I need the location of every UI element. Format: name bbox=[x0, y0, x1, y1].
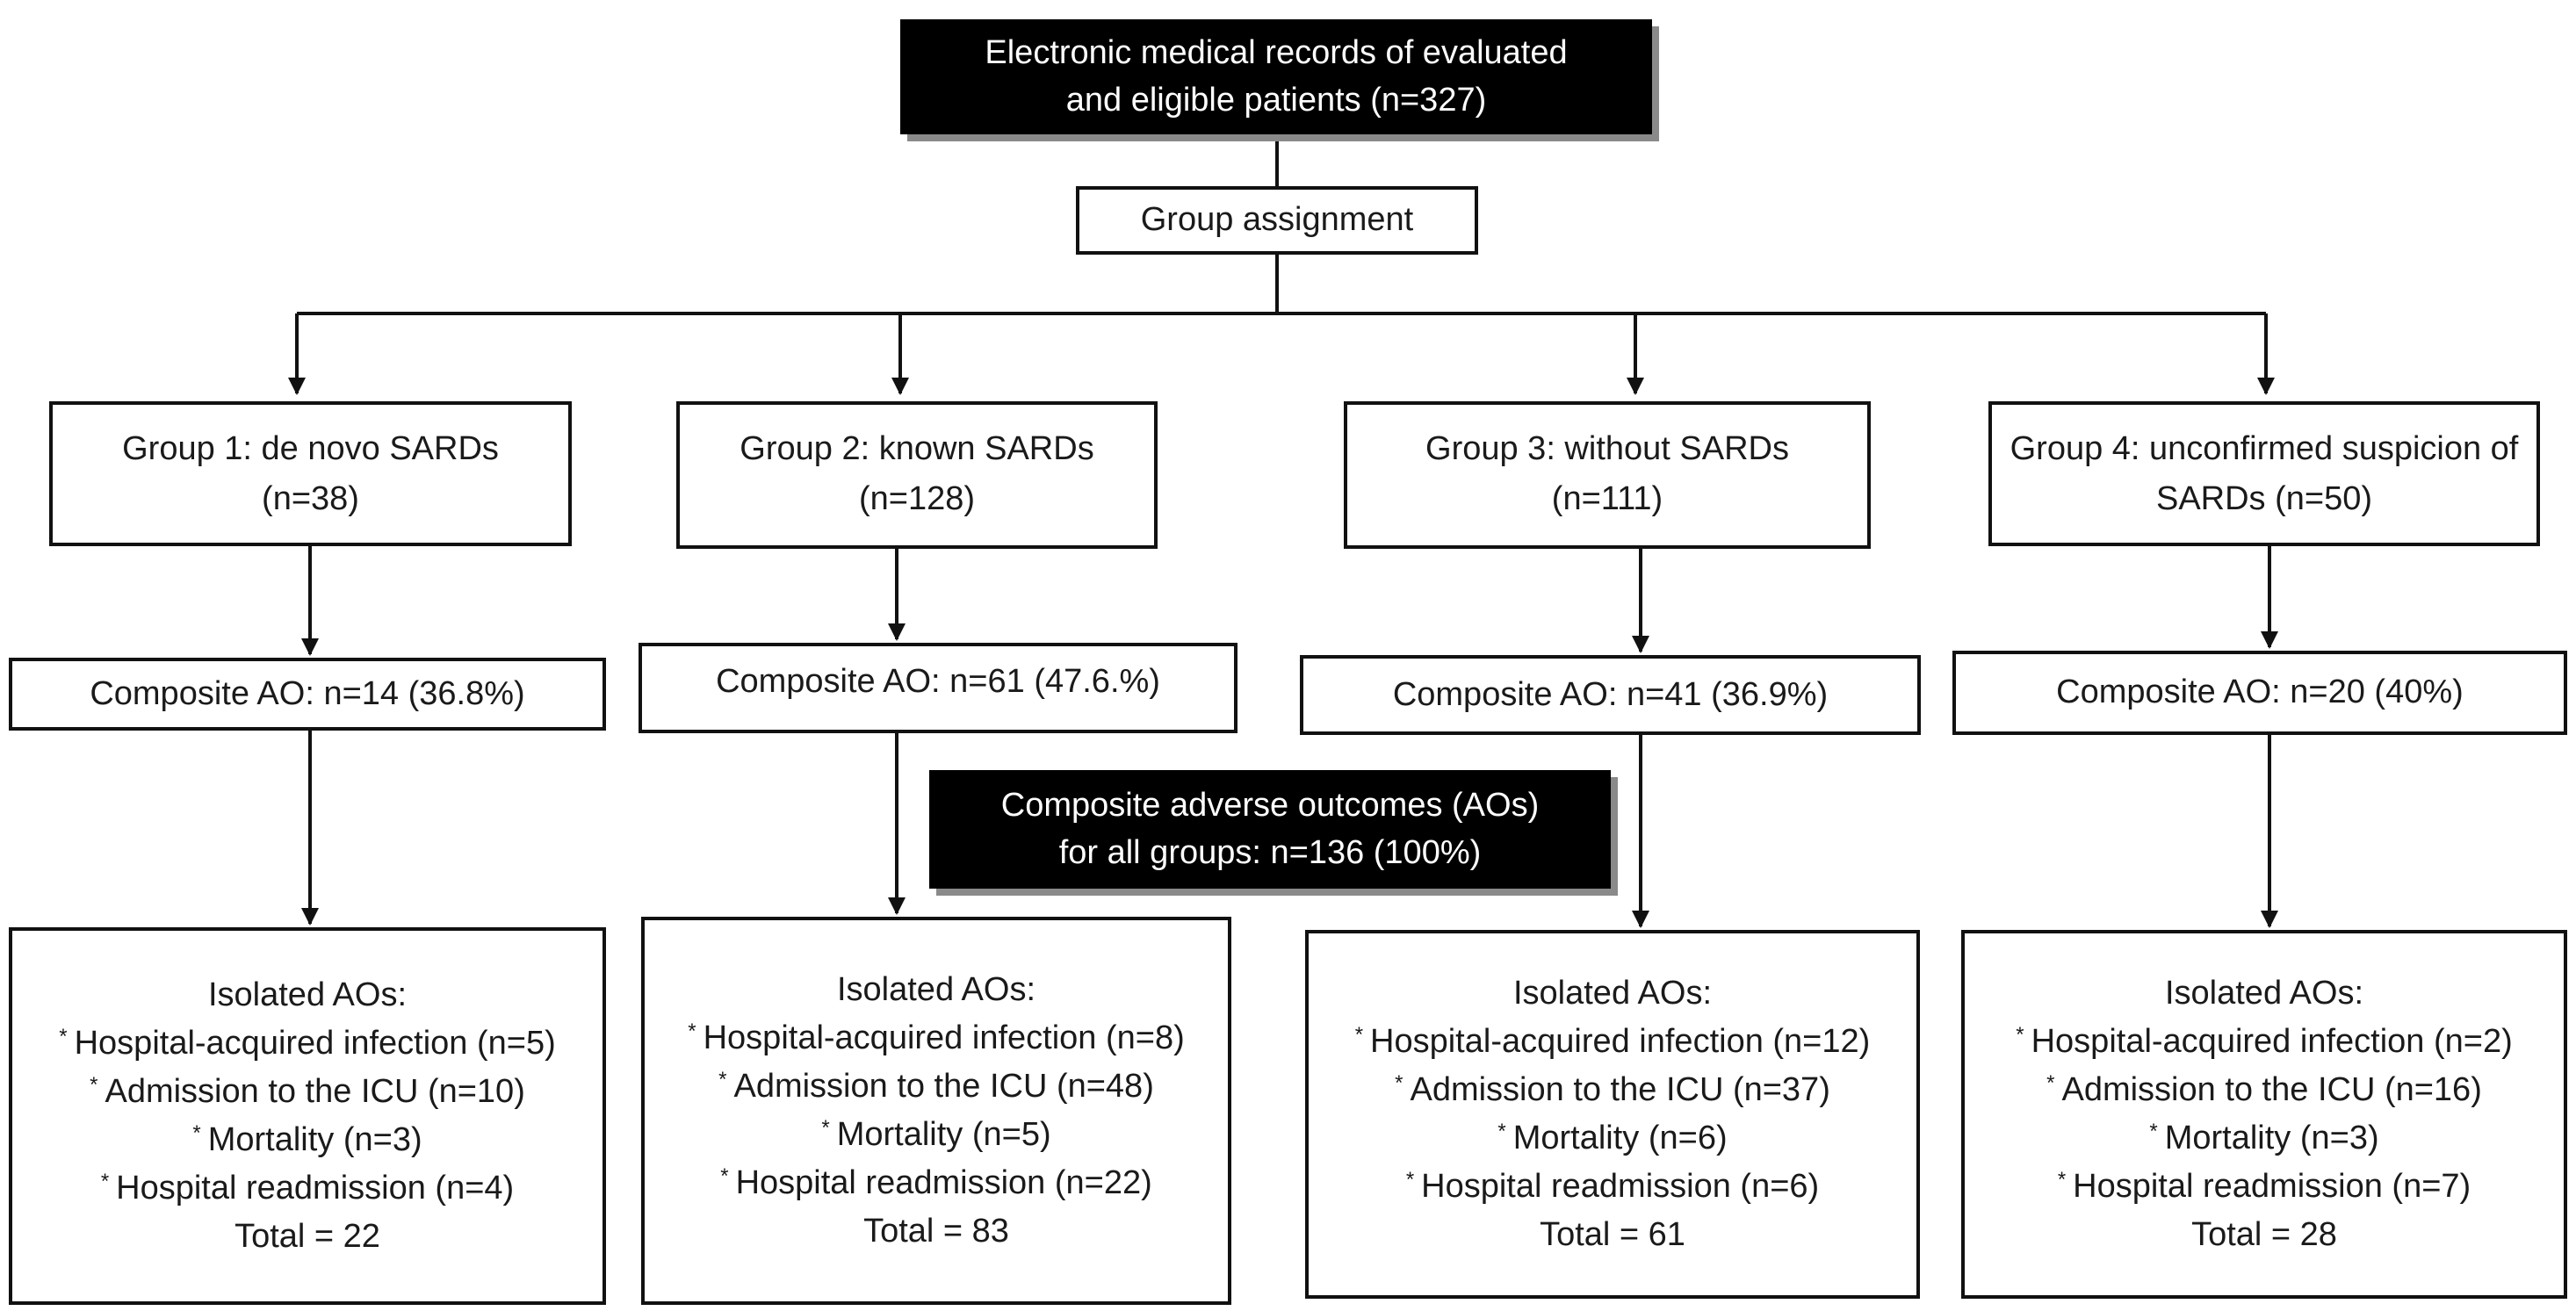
group-1-isolated-item-label: Admission to the ICU (n=10) bbox=[105, 1072, 525, 1110]
bullet-star: * bbox=[2016, 1022, 2024, 1047]
group-4-composite-text: Composite AO: n=20 (40%) bbox=[2056, 674, 2464, 711]
source-records-box: Electronic medical records of evaluated … bbox=[900, 19, 1652, 134]
group-1-isolated-box: Isolated AOs: *Hospital-acquired infecti… bbox=[9, 927, 606, 1305]
summary-line-1: Composite adverse outcomes (AOs) bbox=[1000, 787, 1540, 825]
group-1-isolated-item: *Hospital readmission (n=4) bbox=[101, 1164, 514, 1213]
bullet-star: * bbox=[1497, 1120, 1506, 1143]
group-4-isolated-box: Isolated AOs: * Hospital-acquired infecti… bbox=[1961, 930, 2567, 1299]
group-1-total: Total = 22 bbox=[235, 1218, 380, 1256]
bullet-star: * bbox=[821, 1116, 830, 1140]
group-3-isolated-item-label: Hospital-acquired infection (n=12) bbox=[1370, 1022, 1871, 1060]
group-1-box: Group 1: de novo SARDs (n=38) bbox=[49, 401, 572, 546]
group-2-isolated-item: *Mortality (n=5) bbox=[821, 1111, 1050, 1159]
bullet-star: * bbox=[1354, 1022, 1364, 1047]
bullet-star: * bbox=[2149, 1120, 2158, 1143]
group-2-isolated-item: *Admission to the ICU (n=48) bbox=[718, 1062, 1154, 1111]
group-3-title-line-1: Group 3: without SARDs bbox=[1425, 430, 1789, 467]
bullet-star: * bbox=[718, 1067, 727, 1091]
group-2-isolated-box: Isolated AOs: * Hospital-acquired infecti… bbox=[641, 917, 1231, 1305]
group-4-isolated-item-label: Hospital readmission (n=7) bbox=[2073, 1168, 2471, 1206]
group-4-composite-box: Composite AO: n=20 (40%) bbox=[1952, 651, 2567, 735]
group-3-box: Group 3: without SARDs (n=111) bbox=[1344, 401, 1871, 549]
group-3-composite-box: Composite AO: n=41 (36.9%) bbox=[1300, 655, 1921, 735]
group-2-total: Total = 83 bbox=[863, 1213, 1009, 1250]
group-2-title-line-2: (n=128) bbox=[858, 480, 976, 517]
group-1-isolated-item-label: Hospital readmission (n=4) bbox=[116, 1170, 515, 1207]
group-4-total: Total = 28 bbox=[2191, 1216, 2337, 1254]
group-2-isolated-item-label: Mortality (n=5) bbox=[836, 1116, 1051, 1153]
source-line-2: and eligible patients (n=327) bbox=[1065, 81, 1487, 119]
group-4-isolated-item: *Admission to the ICU (n=16) bbox=[2046, 1066, 2482, 1114]
group-4-isolated-item-label: Mortality (n=3) bbox=[2164, 1120, 2379, 1156]
group-2-title-line-1: Group 2: known SARDs bbox=[740, 430, 1094, 467]
bullet-star: * bbox=[100, 1170, 110, 1194]
group-4-isolated-item: * Hospital-acquired infection (n=2) bbox=[2016, 1018, 2512, 1066]
source-line-1: Electronic medical records of evaluated bbox=[985, 34, 1568, 72]
bullet-star: * bbox=[90, 1072, 98, 1097]
group-4-isolated-title: Isolated AOs: bbox=[2164, 974, 2363, 1012]
group-1-title-line-2: (n=38) bbox=[262, 479, 359, 517]
group-3-isolated-item: * Admission to the ICU (n=37) bbox=[1395, 1066, 1830, 1114]
bullet-star: * bbox=[2046, 1070, 2055, 1095]
group-4-isolated-item: *Hospital readmission (n=7) bbox=[2058, 1163, 2471, 1211]
bullet-star: * bbox=[688, 1019, 696, 1043]
group-4-box: Group 4: unconfirmed suspicion of SARDs … bbox=[1988, 401, 2540, 546]
group-2-isolated-item-label: Admission to the ICU (n=48) bbox=[733, 1067, 1154, 1105]
group-3-composite-text: Composite AO: n=41 (36.9%) bbox=[1392, 675, 1829, 713]
group-4-title-line-1: Group 4: unconfirmed suspicion of bbox=[2010, 429, 2519, 467]
bullet-star: * bbox=[2057, 1168, 2067, 1192]
group-3-isolated-item: *Hospital-acquired infection (n=12) bbox=[1355, 1018, 1871, 1066]
group-1-title-line-1: Group 1: de novo SARDs bbox=[122, 429, 499, 467]
group-1-isolated-title: Isolated AOs: bbox=[207, 976, 407, 1013]
bullet-star: * bbox=[59, 1024, 68, 1048]
group-2-box: Group 2: known SARDs (n=128) bbox=[676, 401, 1158, 549]
group-4-isolated-item: * Mortality (n=3) bbox=[2149, 1114, 2378, 1163]
group-assignment-label: Group assignment bbox=[1140, 201, 1414, 239]
group-3-title-line-2: (n=111) bbox=[1551, 480, 1663, 517]
composite-summary-box: Composite adverse outcomes (AOs) for all… bbox=[929, 770, 1611, 889]
group-1-isolated-item: * Admission to the ICU (n=10) bbox=[90, 1068, 525, 1116]
group-2-isolated-item-label: Hospital readmission (n=22) bbox=[735, 1164, 1152, 1202]
group-1-isolated-item: *Mortality (n=3) bbox=[192, 1116, 422, 1164]
bullet-star: * bbox=[720, 1164, 729, 1189]
group-1-composite-text: Composite AO: n=14 (36.8%) bbox=[90, 674, 525, 712]
group-4-isolated-item-label: Hospital-acquired infection (n=2) bbox=[2031, 1022, 2513, 1060]
group-1-isolated-item-label: Hospital-acquired infection (n=5) bbox=[74, 1024, 556, 1062]
group-2-composite-text: Composite AO: n=61 (47.6.%) bbox=[716, 663, 1160, 700]
group-3-isolated-box: Isolated AOs: *Hospital-acquired infecti… bbox=[1305, 930, 1920, 1299]
group-4-isolated-item-label: Admission to the ICU (n=16) bbox=[2061, 1070, 2482, 1108]
group-assignment-box: Group assignment bbox=[1076, 186, 1478, 255]
group-4-title-line-2: SARDs (n=50) bbox=[2155, 479, 2373, 517]
bullet-star: * bbox=[1395, 1070, 1403, 1095]
group-2-isolated-item: * Hospital-acquired infection (n=8) bbox=[688, 1014, 1184, 1062]
group-3-isolated-item: *Hospital readmission (n=6) bbox=[1406, 1163, 1819, 1211]
group-1-composite-box: Composite AO: n=14 (36.8%) bbox=[9, 658, 606, 731]
summary-line-2: for all groups: n=136 (100%) bbox=[1058, 833, 1482, 871]
group-3-isolated-item: * Mortality (n=6) bbox=[1497, 1114, 1727, 1163]
group-2-isolated-item-label: Hospital-acquired infection (n=8) bbox=[703, 1019, 1185, 1056]
group-3-isolated-item-label: Mortality (n=6) bbox=[1512, 1120, 1728, 1156]
group-3-isolated-title: Isolated AOs: bbox=[1512, 974, 1712, 1012]
group-1-isolated-item-label: Mortality (n=3) bbox=[207, 1121, 422, 1158]
group-2-isolated-item: *Hospital readmission (n=22) bbox=[720, 1159, 1152, 1207]
group-3-total: Total = 61 bbox=[1540, 1216, 1685, 1254]
bullet-star: * bbox=[192, 1121, 201, 1145]
group-1-isolated-item: *Hospital-acquired infection (n=5) bbox=[59, 1019, 555, 1068]
group-3-isolated-item-label: Hospital readmission (n=6) bbox=[1421, 1168, 1820, 1206]
group-2-composite-box: Composite AO: n=61 (47.6.%) bbox=[639, 643, 1237, 733]
group-2-isolated-title: Isolated AOs: bbox=[836, 970, 1035, 1008]
bullet-star: * bbox=[1405, 1168, 1415, 1192]
group-3-isolated-item-label: Admission to the ICU (n=37) bbox=[1410, 1070, 1830, 1108]
